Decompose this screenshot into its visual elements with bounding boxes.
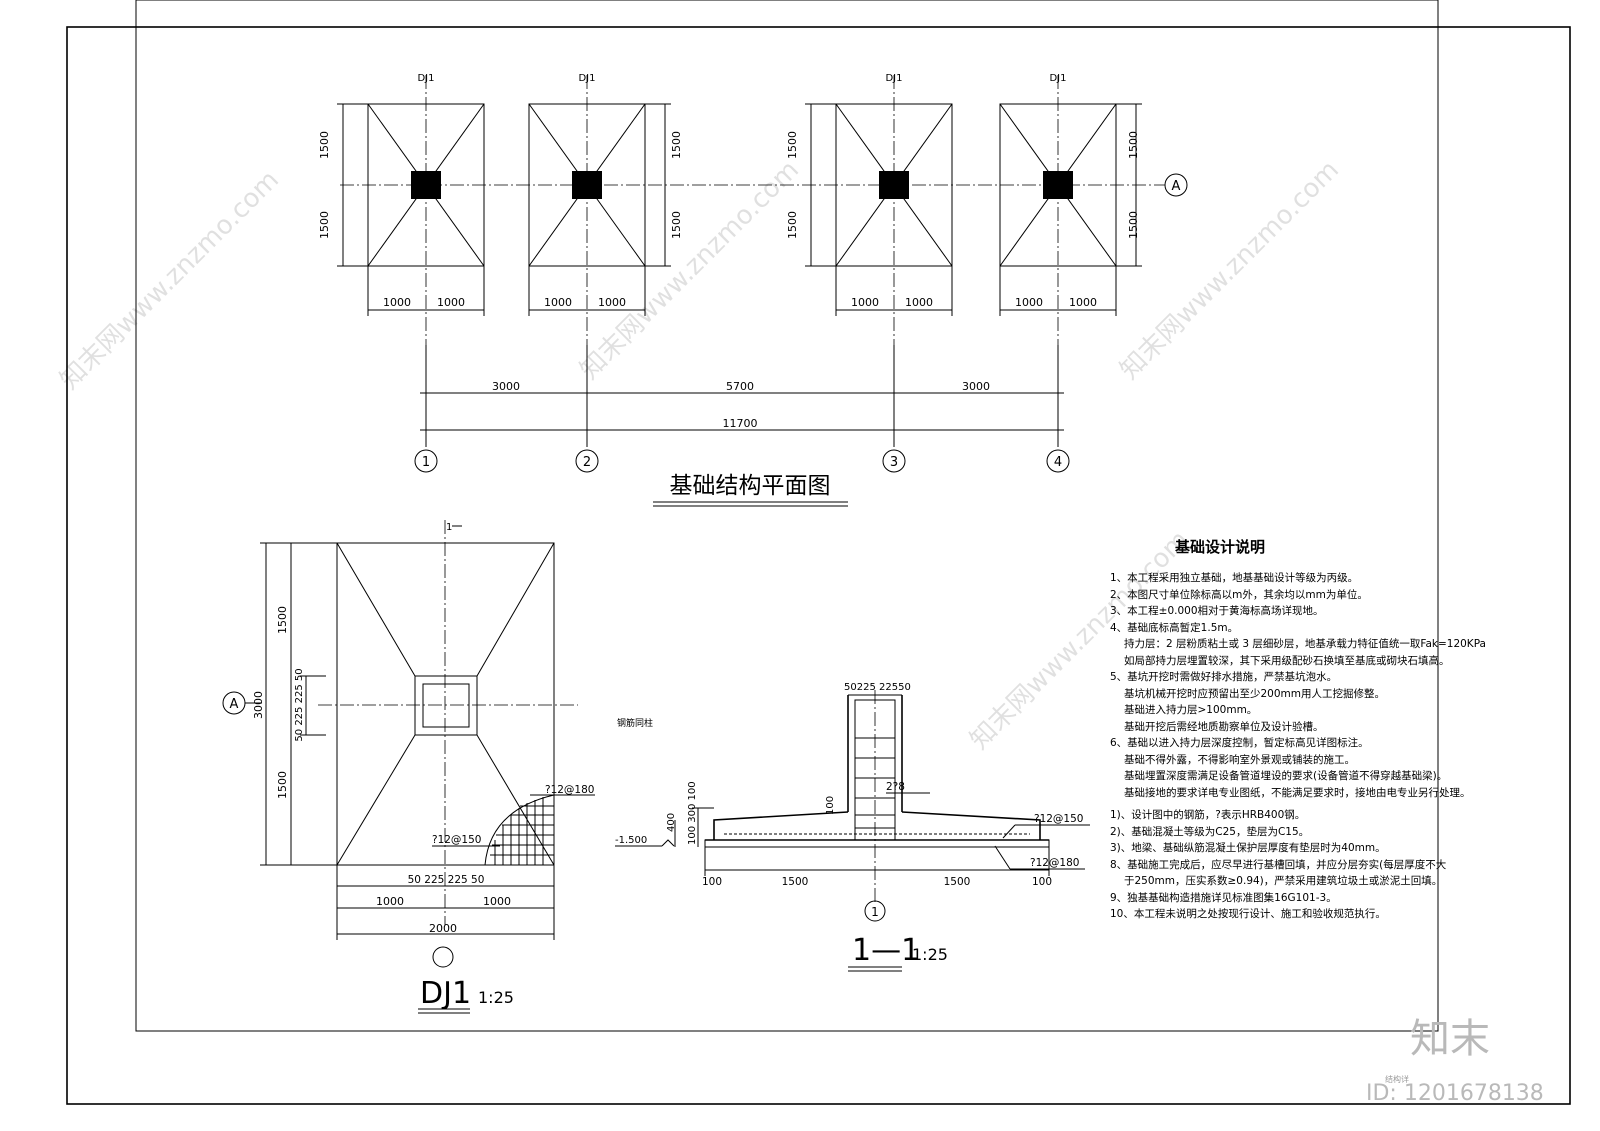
note-line: 持力层：2 层粉质粘土或 3 层细砂层，地基承载力特征值统一取Fak=120KP…	[1124, 638, 1486, 650]
svg-text:1000: 1000	[544, 296, 572, 309]
dj1-detail: 1 ?12@180 ?12@150 3000 1500 1500 50 225 …	[222, 520, 595, 1014]
note-line: 2)、基础混凝土等级为C25，垫层为C15。	[1110, 825, 1310, 838]
note-line: 2、本图尺寸单位除标高以m外，其余均以mm为单位。	[1110, 588, 1368, 601]
stirrups	[855, 737, 895, 829]
section-title: 1—1	[852, 933, 920, 968]
svg-text:1000: 1000	[598, 296, 626, 309]
note-line: 基础不得外露，不得影响室外景观或铺装的施工。	[1124, 753, 1355, 766]
section-elev: -1.500	[615, 835, 647, 846]
axis-label-4: 4	[1054, 455, 1062, 470]
dj1-section-mark: 1	[446, 522, 452, 533]
note-line: 9、独基基础构造措施详见标准图集16G101-3。	[1110, 891, 1337, 904]
svg-text:1000: 1000	[376, 895, 404, 908]
svg-text:100: 100	[1032, 876, 1052, 888]
axis-label-a: A	[1172, 179, 1181, 194]
svg-text:400: 400	[666, 813, 677, 832]
note-line: 基础埋置深度需满足设备管道埋设的要求(设备管道不得穿越基础梁)。	[1124, 770, 1448, 782]
note-line: 基础接地的要求详电专业图纸，不能满足要求时，接地由电专业另行处理。	[1124, 786, 1471, 799]
svg-text:1500: 1500	[276, 606, 289, 634]
svg-text:1500: 1500	[276, 771, 289, 799]
span-3: 3000	[962, 380, 990, 393]
svg-text:1500: 1500	[670, 211, 683, 239]
svg-text:1000: 1000	[483, 895, 511, 908]
span-2: 5700	[726, 380, 754, 393]
note-line: 基坑机械开挖时应预留出至少200mm用人工挖掘修整。	[1124, 687, 1385, 700]
dj1-rebar-1: ?12@180	[545, 784, 594, 796]
footing-4	[999, 75, 1117, 345]
plan-tag-3: DJ1	[885, 73, 902, 84]
foundation-plan: A DJ	[318, 73, 1188, 507]
rebar-mesh	[490, 797, 554, 865]
plan-tag-2: DJ1	[578, 73, 595, 84]
span-total: 11700	[723, 417, 758, 430]
dj1-title: DJ1	[420, 976, 471, 1011]
note-line: 5、基坑开挖时需做好排水措施，严禁基坑泡水。	[1110, 671, 1338, 683]
svg-text:1000: 1000	[905, 296, 933, 309]
note-line: 3)、地梁、基础纵筋混凝土保护层厚度有垫层时为40mm。	[1110, 842, 1386, 854]
section-col-label: 钢筋同柱	[617, 717, 653, 729]
note-line: 10、本工程未说明之处按现行设计、施工和验收规范执行。	[1110, 908, 1386, 920]
notes-title: 基础设计说明	[1175, 538, 1266, 556]
brand-id: ID: 1201678138	[1366, 1081, 1544, 1106]
section-axis: 1	[871, 905, 879, 919]
svg-text:1500: 1500	[1127, 211, 1140, 239]
section-stirrup: 2?8	[886, 781, 905, 793]
note-line: 8、基础施工完成后，应尽早进行基槽回填，并应分层夯实(每层厚度不大	[1110, 858, 1447, 871]
note-line: 基础进入持力层>100mm。	[1124, 704, 1258, 716]
outer-frame	[66, 26, 1571, 1105]
svg-text:1000: 1000	[437, 296, 465, 309]
svg-text:1500: 1500	[318, 131, 331, 159]
section-scale: 1:25	[912, 945, 948, 964]
axis-bubble-a	[1164, 173, 1188, 197]
section-top-dims: 50225 22550	[844, 682, 911, 693]
note-line: 基础开挖后需经地质勘察单位及设计验槽。	[1124, 720, 1324, 733]
svg-text:100: 100	[702, 876, 722, 888]
axis-label-1: 1	[422, 455, 430, 470]
footing-1	[367, 75, 485, 345]
note-line: 如局部持力层埋置较深，其下采用级配砂石换填至基底或砌块石填高。	[1124, 654, 1450, 667]
svg-text:1500: 1500	[944, 876, 971, 888]
brand-small: 结构详	[1385, 1074, 1409, 1084]
axis-label-3: 3	[890, 455, 898, 470]
dj1-scale: 1:25	[478, 988, 514, 1007]
note-line: 于250mm，压实系数≥0.94)，严禁采用建筑垃圾土或淤泥土回填。	[1124, 875, 1443, 887]
svg-text:1500: 1500	[786, 131, 799, 159]
footing-3	[835, 75, 953, 345]
inner-frame	[135, 0, 1439, 1032]
dj1-bottom-col-dims: 50 225 225 50	[408, 874, 485, 886]
svg-text:1000: 1000	[851, 296, 879, 309]
svg-text:2000: 2000	[429, 922, 457, 935]
svg-text:1000: 1000	[1015, 296, 1043, 309]
svg-text:1500: 1500	[670, 131, 683, 159]
note-line: 4、基础底标高暂定1.5m。	[1110, 621, 1239, 634]
svg-text:1000: 1000	[383, 296, 411, 309]
svg-text:3000: 3000	[252, 691, 265, 719]
note-line: 6、基础以进入持力层深度控制，暂定标高见详图标注。	[1110, 737, 1369, 749]
note-line: 3、本工程±0.000相对于黄海标高场详现地。	[1110, 605, 1324, 617]
axis-label-2: 2	[583, 455, 591, 470]
section-rebar-top: ?12@150	[1034, 813, 1083, 825]
svg-text:1500: 1500	[1127, 131, 1140, 159]
footing-2	[528, 75, 646, 345]
span-1: 3000	[492, 380, 520, 393]
section-1-1: 钢筋同柱 50225 22550 2?8 100 100 300 100 400…	[615, 682, 1090, 972]
note-line: 1)、设计图中的钢筋，?表示HRB400钢。	[1110, 809, 1306, 821]
section-rebar-bot: ?12@180	[1030, 857, 1079, 869]
svg-text:1000: 1000	[1069, 296, 1097, 309]
plan-tag-4: DJ1	[1049, 73, 1066, 84]
dj1-axis-a: A	[230, 697, 239, 712]
svg-text:1500: 1500	[786, 211, 799, 239]
section-left-dims: 100 300 100	[687, 781, 698, 845]
note-line: 1、本工程采用独立基础，地基基础设计等级为丙级。	[1110, 572, 1359, 584]
dj1-col-dims: 50 225 225 50	[294, 668, 305, 741]
plan-tag-1: DJ1	[417, 73, 434, 84]
dj1-rebar-2: ?12@150	[432, 834, 481, 846]
svg-text:100: 100	[825, 796, 836, 815]
svg-text:1500: 1500	[318, 211, 331, 239]
plan-title: 基础结构平面图	[670, 473, 831, 499]
design-notes: 1、本工程采用独立基础，地基基础设计等级为丙级。 2、本图尺寸单位除标高以m外，…	[1110, 570, 1570, 923]
svg-text:1500: 1500	[782, 876, 809, 888]
brand-logo: 知末	[1410, 1016, 1490, 1062]
